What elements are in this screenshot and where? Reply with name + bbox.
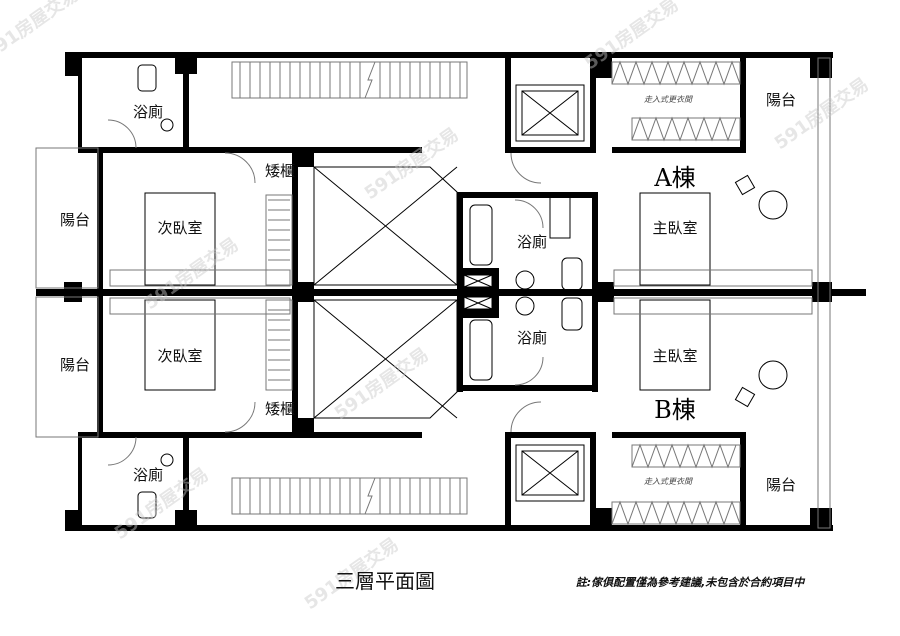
- doors: [107, 119, 544, 466]
- cabinets: [265, 60, 741, 526]
- bath-fixtures: [137, 64, 583, 519]
- label-walk-in-closet: 走入式更衣間: [644, 477, 693, 486]
- room-label-bath-center: 浴廁: [517, 233, 547, 251]
- unit-b-labels: 浴廁 陽台 次臥室 矮櫃 浴廁 主臥室 走入式更衣間 陽台 B棟: [60, 329, 796, 494]
- room-label-balcony: 陽台: [60, 356, 90, 374]
- stairs: [231, 61, 468, 515]
- furniture-note: 註:傢俱配置僅為參考建議,未包含於合約項目中: [576, 576, 807, 589]
- room-label-balcony: 陽台: [60, 211, 90, 229]
- svg-text:591房屋交易: 591房屋交易: [360, 123, 462, 204]
- svg-text:591房屋交易: 591房屋交易: [140, 233, 242, 314]
- walls: [35, 52, 866, 531]
- elevators: [515, 84, 585, 502]
- unit-name-b: B棟: [654, 396, 696, 424]
- label-cabinet: 矮櫃: [265, 162, 295, 180]
- room-label-second-bedroom: 次臥室: [157, 347, 202, 365]
- room-label-bath: 浴廁: [133, 466, 163, 484]
- room-label-balcony-right: 陽台: [766, 91, 796, 109]
- room-label-bath-center: 浴廁: [517, 329, 547, 347]
- label-cabinet: 矮櫃: [265, 400, 295, 418]
- unit-a-labels: 浴廁 陽台 次臥室 矮櫃 浴廁 主臥室 走入式更衣間 陽台 A棟: [60, 91, 796, 251]
- plan-title: 三層平面圖: [335, 569, 435, 593]
- room-label-balcony-right: 陽台: [766, 476, 796, 494]
- room-label-bath: 浴廁: [133, 103, 163, 121]
- label-walk-in-closet: 走入式更衣間: [644, 95, 693, 104]
- room-label-second-bedroom: 次臥室: [157, 219, 202, 237]
- room-label-master-bedroom: 主臥室: [652, 347, 697, 365]
- atrium: [313, 166, 458, 419]
- unit-name-a: A棟: [653, 164, 695, 192]
- svg-text:591房屋交易: 591房屋交易: [770, 73, 872, 154]
- room-label-master-bedroom: 主臥室: [652, 219, 697, 237]
- beds: [109, 174, 813, 408]
